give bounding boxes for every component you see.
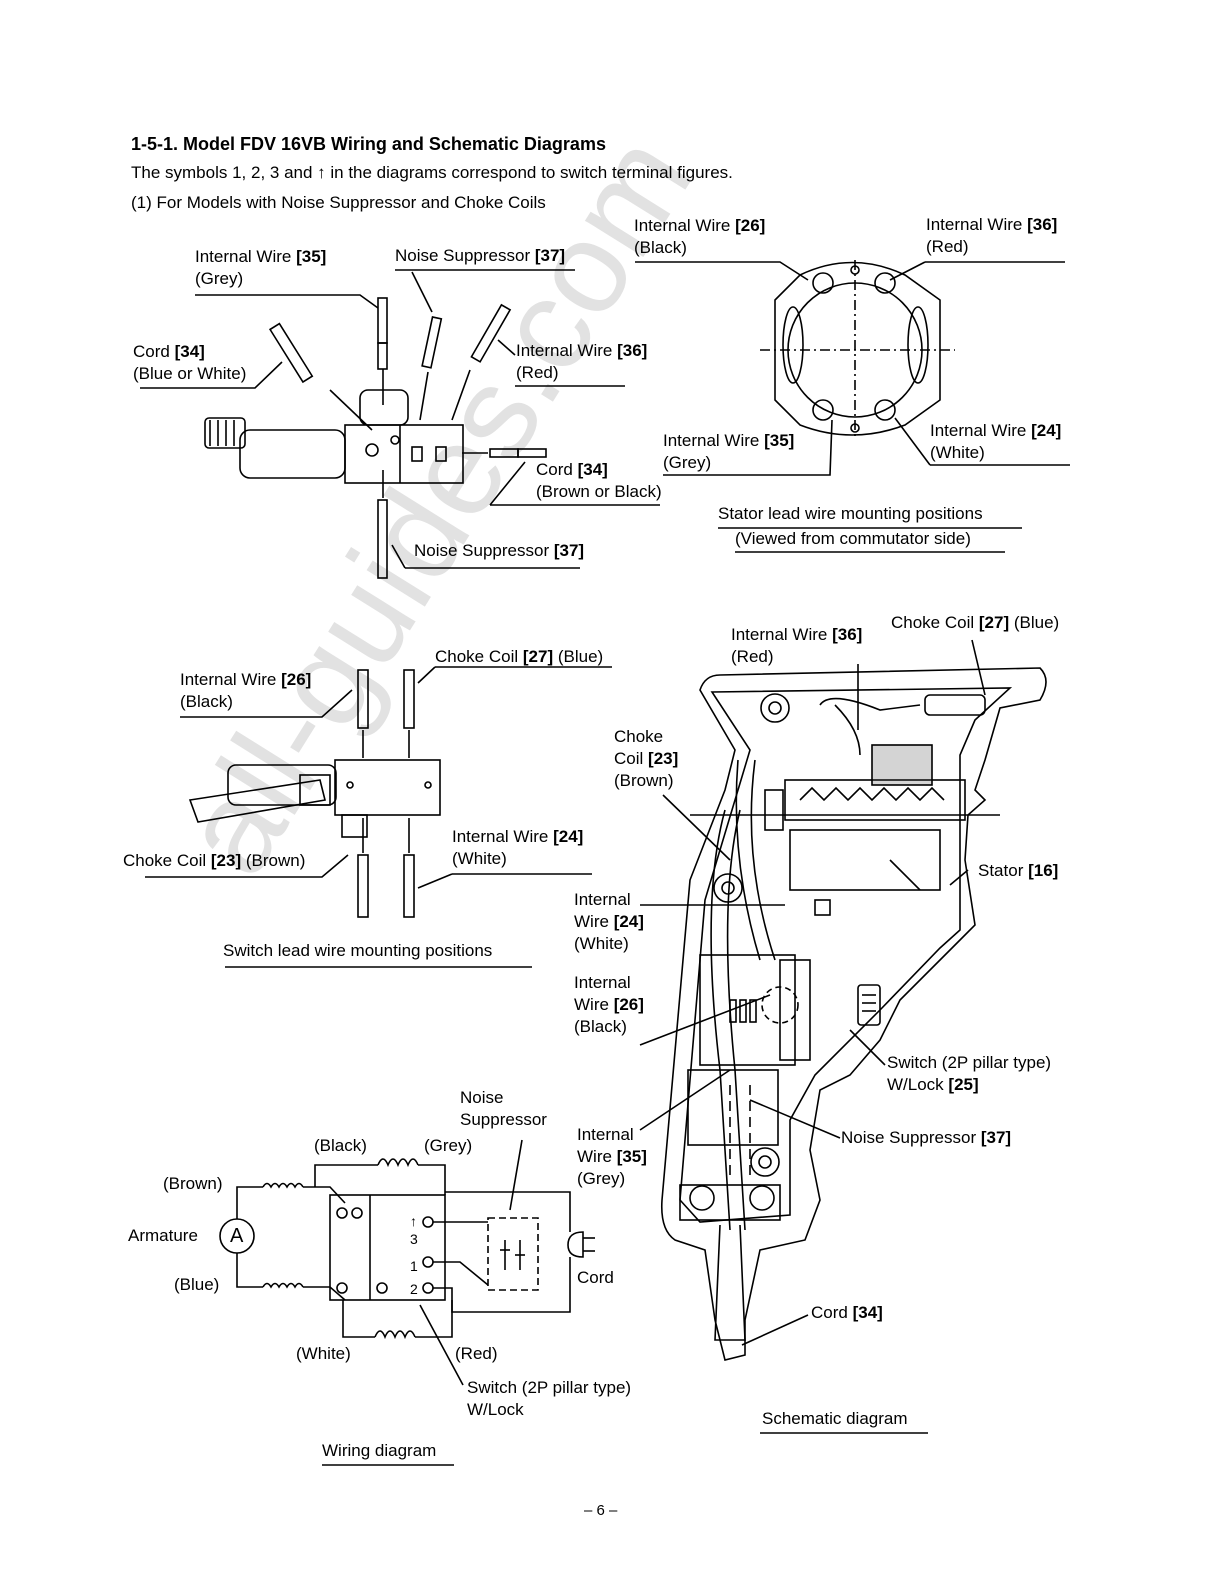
wiring-terminal-arrow: ↑ [410,1213,417,1229]
label-schem-wire-35: Internal Wire [35] (Grey) [577,1125,647,1188]
label-stator-wire-26: Internal Wire [26] (Black) [634,216,766,257]
wiring-terminal-1: 1 [410,1258,418,1274]
schematic-caption: Schematic diagram [762,1409,908,1428]
label-cord-34-blue: Cord [34] (Blue or White) [133,342,247,383]
stator-caption-line1: Stator lead wire mounting positions [718,504,983,523]
label-schem-wire-26: Internal Wire [26] (Black) [574,973,644,1036]
switch-positions-caption: Switch lead wire mounting positions [223,941,493,960]
stator-drawing [635,260,1070,553]
top-left-assembly-drawing [140,269,660,579]
wiring-black-label: (Black) [314,1136,367,1155]
label-stator-wire-24: Internal Wire [24] (White) [930,421,1062,462]
label-schem-switch-25: Switch (2P pillar type) W/Lock [25] [887,1053,1052,1094]
label-switch-choke-23: Choke Coil [23] (Brown) [123,851,306,870]
wiring-red-label: (Red) [455,1344,498,1363]
stator-caption-line2: (Viewed from commutator side) [735,529,971,548]
label-schem-choke-27: Choke Coil [27] (Blue) [891,613,1060,632]
page-number: – 6 – [584,1502,618,1519]
label-internal-wire-35: Internal Wire [35] (Grey) [195,247,327,288]
wiring-blue-label: (Blue) [174,1275,220,1294]
label-switch-wire-24: Internal Wire [24] (White) [452,827,584,868]
label-internal-wire-36: Internal Wire [36] (Red) [516,341,648,382]
wiring-white-label: (White) [296,1344,351,1363]
wiring-noise-suppressor-label: Noise Suppressor [460,1088,547,1129]
schematic-drawing [639,639,1047,1434]
section-title: 1-5-1. Model FDV 16VB Wiring and Schemat… [131,134,606,154]
label-schem-wire-36: Internal Wire [36] (Red) [731,625,863,666]
label-schem-choke-23: Choke Coil [23] (Brown) [614,727,679,790]
wiring-grey-label: (Grey) [424,1136,473,1155]
switch-positions-drawing [145,666,612,968]
intro-text: The symbols 1, 2, 3 and ↑ in the diagram… [131,163,733,182]
wiring-caption: Wiring diagram [322,1441,437,1460]
wiring-brown-label: (Brown) [163,1174,223,1193]
label-noise-suppressor-37-bottom: Noise Suppressor [37] [414,541,585,560]
wiring-armature-label: Armature [128,1226,198,1245]
wiring-switch-label: Switch (2P pillar type) W/Lock [467,1378,632,1419]
wiring-terminal-3: 3 [410,1231,418,1247]
label-stator-wire-35: Internal Wire [35] (Grey) [663,431,795,472]
label-switch-wire-26: Internal Wire [26] (Black) [180,670,312,711]
label-schem-stator-16: Stator [16] [978,861,1059,880]
label-schem-wire-24: Internal Wire [24] (White) [574,890,644,953]
label-stator-wire-36: Internal Wire [36] (Red) [926,215,1058,256]
label-noise-suppressor-37-top: Noise Suppressor [37] [395,246,566,265]
wiring-drawing [219,1139,595,1466]
wiring-armature-symbol: A [230,1225,244,1247]
wiring-cord-label: Cord [577,1268,614,1287]
subsection-title: (1) For Models with Noise Suppressor and… [131,193,546,212]
wiring-terminal-2: 2 [410,1281,418,1297]
label-switch-choke-27: Choke Coil [27] (Blue) [435,647,604,666]
label-schem-cord-34: Cord [34] [811,1303,883,1322]
label-cord-34-brown: Cord [34] (Brown or Black) [536,460,662,501]
label-schem-noise-suppressor-37: Noise Suppressor [37] [841,1128,1012,1147]
